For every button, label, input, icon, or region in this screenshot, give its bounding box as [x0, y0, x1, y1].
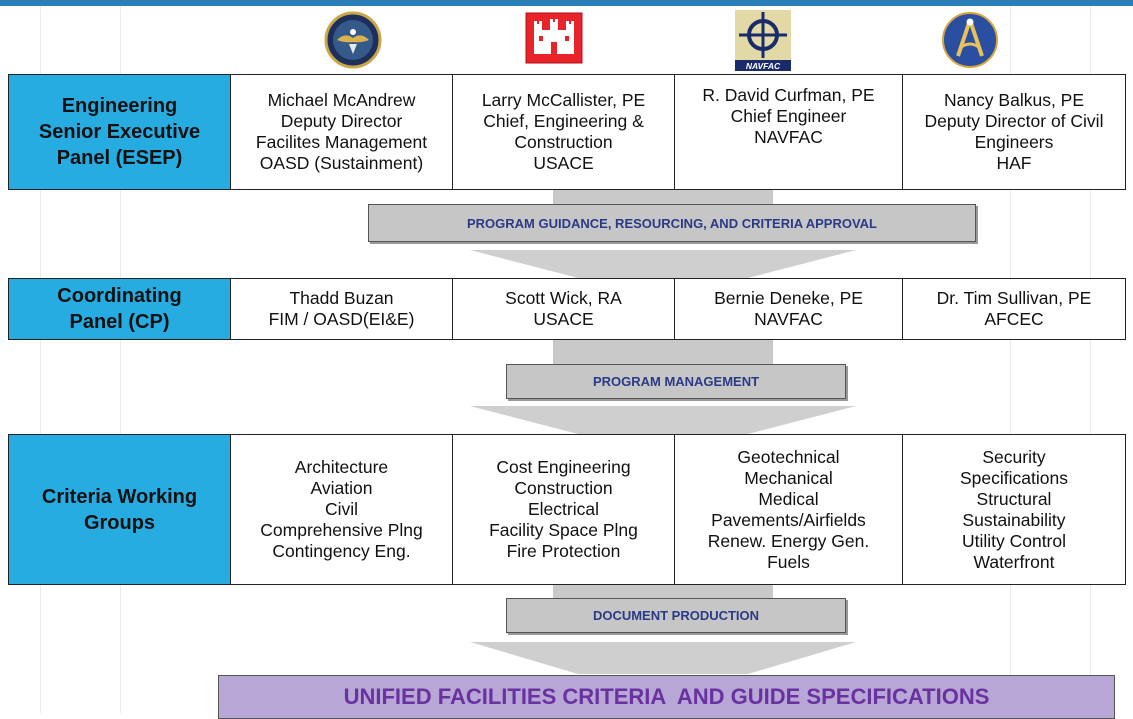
- program-guidance-bar: PROGRAM GUIDANCE, RESOURCING, AND CRITER…: [368, 204, 976, 242]
- group-item: Electrical: [527, 499, 599, 519]
- member-line: Dr. Tim Sullivan, PE: [936, 288, 1092, 308]
- group-item: Comprehensive Plng: [260, 520, 423, 540]
- cwg-group-1: Architecture Aviation Civil Comprehensiv…: [231, 435, 453, 584]
- header-line: Groups: [83, 511, 156, 534]
- cp-header: Coordinating Panel (CP): [9, 279, 231, 339]
- cp-row: Coordinating Panel (CP) Thadd Buzan FIM …: [8, 278, 1126, 340]
- group-item: Utility Control: [961, 530, 1067, 551]
- group-item: Civil: [324, 499, 359, 519]
- member-line: NAVFAC: [754, 127, 823, 147]
- header-line: Panel (ESEP): [56, 147, 183, 169]
- member-line: Bernie Deneke, PE: [714, 288, 863, 308]
- esep-member-osd: Michael McAndrew Deputy Director Facilit…: [231, 75, 453, 189]
- member-line: Larry McCallister, PE: [481, 90, 646, 110]
- group-item: Pavements/Airfields: [711, 509, 866, 530]
- cwg-group-3: Geotechnical Mechanical Medical Pavement…: [675, 435, 903, 584]
- esep-member-usace: Larry McCallister, PE Chief, Engineering…: [453, 75, 675, 189]
- ufc-guide-specs-box: UNIFIED FACILITIES CRITERIA AND GUIDE SP…: [218, 675, 1115, 719]
- member-line: Scott Wick, RA: [505, 288, 622, 308]
- cwg-row: Criteria Working Groups Architecture Avi…: [8, 434, 1126, 585]
- header-line: Engineering: [61, 95, 178, 117]
- group-item: Construction: [514, 478, 613, 498]
- group-item: Mechanical: [744, 467, 833, 488]
- background-line: [1090, 6, 1091, 713]
- top-accent-bar: [0, 0, 1133, 6]
- program-management-label: PROGRAM MANAGEMENT: [592, 374, 760, 389]
- arrow-head: [470, 250, 856, 278]
- group-item: Medical: [758, 488, 819, 509]
- member-line: Nancy Balkus, PE: [943, 90, 1085, 110]
- esep-header: Engineering Senior Executive Panel (ESEP…: [9, 75, 231, 189]
- cwg-group-2: Cost Engineering Construction Electrical…: [453, 435, 675, 584]
- header-line: Panel (CP): [69, 311, 170, 333]
- group-item: Waterfront: [973, 551, 1055, 572]
- navfac-icon: NAVFAC: [735, 10, 791, 71]
- arrow-shaft: [553, 584, 773, 600]
- member-line: Michael McAndrew: [267, 90, 416, 110]
- member-line: HAF: [996, 153, 1032, 173]
- dod-seal-icon: [324, 11, 382, 69]
- program-management-bar: PROGRAM MANAGEMENT: [506, 364, 846, 399]
- group-item: Fuels: [767, 551, 810, 572]
- cwg-group-4: Security Specifications Structural Susta…: [903, 435, 1125, 584]
- document-production-label: DOCUMENT PRODUCTION: [592, 608, 760, 623]
- member-line: AFCEC: [984, 309, 1044, 329]
- member-line: FIM / OASD(EI&E): [268, 309, 415, 329]
- esep-member-navfac: R. David Curfman, PE Chief Engineer NAVF…: [675, 75, 903, 189]
- group-item: Fire Protection: [506, 541, 621, 561]
- group-item: Structural: [976, 488, 1052, 509]
- group-item: Facility Space Plng: [489, 520, 638, 540]
- arrow-head: [470, 642, 856, 674]
- document-production-bar: DOCUMENT PRODUCTION: [506, 598, 846, 633]
- group-item: Security: [982, 446, 1046, 467]
- member-line: R. David Curfman, PE: [702, 85, 875, 105]
- background-line: [40, 6, 41, 713]
- background-line: [1010, 6, 1011, 713]
- member-line: NAVFAC: [754, 309, 823, 329]
- member-line: Construction: [514, 132, 613, 152]
- usace-castle-icon: [525, 12, 583, 64]
- group-item: Renew. Energy Gen.: [707, 530, 870, 551]
- header-line: Coordinating: [57, 285, 182, 307]
- esep-member-haf: Nancy Balkus, PE Deputy Director of Civi…: [903, 75, 1125, 189]
- header-line: Senior Executive: [38, 121, 201, 143]
- member-line: Thadd Buzan: [289, 288, 394, 308]
- group-item: Architecture: [294, 457, 389, 477]
- header-line: Criteria Working: [41, 485, 198, 508]
- ufc-guide-specs-label: UNIFIED FACILITIES CRITERIA AND GUIDE SP…: [343, 684, 990, 709]
- member-line: OASD (Sustainment): [259, 153, 424, 173]
- cp-member-usace: Scott Wick, RA USACE: [453, 279, 675, 339]
- group-item: Contingency Eng.: [272, 541, 411, 561]
- member-line: Deputy Director of Civil: [924, 111, 1104, 131]
- member-line: Deputy Director: [280, 111, 403, 131]
- group-item: Cost Engineering: [496, 457, 631, 477]
- cp-member-afcec: Dr. Tim Sullivan, PE AFCEC: [903, 279, 1125, 339]
- arrow-head: [470, 406, 856, 434]
- group-item: Sustainability: [962, 509, 1066, 530]
- background-line: [120, 6, 121, 713]
- cp-member-osd: Thadd Buzan FIM / OASD(EI&E): [231, 279, 453, 339]
- member-line: Chief, Engineering &: [483, 111, 644, 131]
- group-item: Specifications: [960, 467, 1068, 488]
- af-civil-engineer-icon: [942, 12, 998, 68]
- member-line: USACE: [533, 309, 594, 329]
- member-line: Engineers: [974, 132, 1054, 152]
- group-item: Aviation: [310, 478, 373, 498]
- cp-member-navfac: Bernie Deneke, PE NAVFAC: [675, 279, 903, 339]
- svg-text:NAVFAC: NAVFAC: [746, 61, 781, 71]
- cwg-header: Criteria Working Groups: [9, 435, 231, 584]
- program-guidance-label: PROGRAM GUIDANCE, RESOURCING, AND CRITER…: [467, 215, 877, 231]
- group-item: Geotechnical: [737, 446, 840, 467]
- member-line: USACE: [533, 153, 594, 173]
- esep-row: Engineering Senior Executive Panel (ESEP…: [8, 74, 1126, 190]
- member-line: Chief Engineer: [730, 106, 847, 126]
- member-line: Facilites Management: [255, 132, 428, 152]
